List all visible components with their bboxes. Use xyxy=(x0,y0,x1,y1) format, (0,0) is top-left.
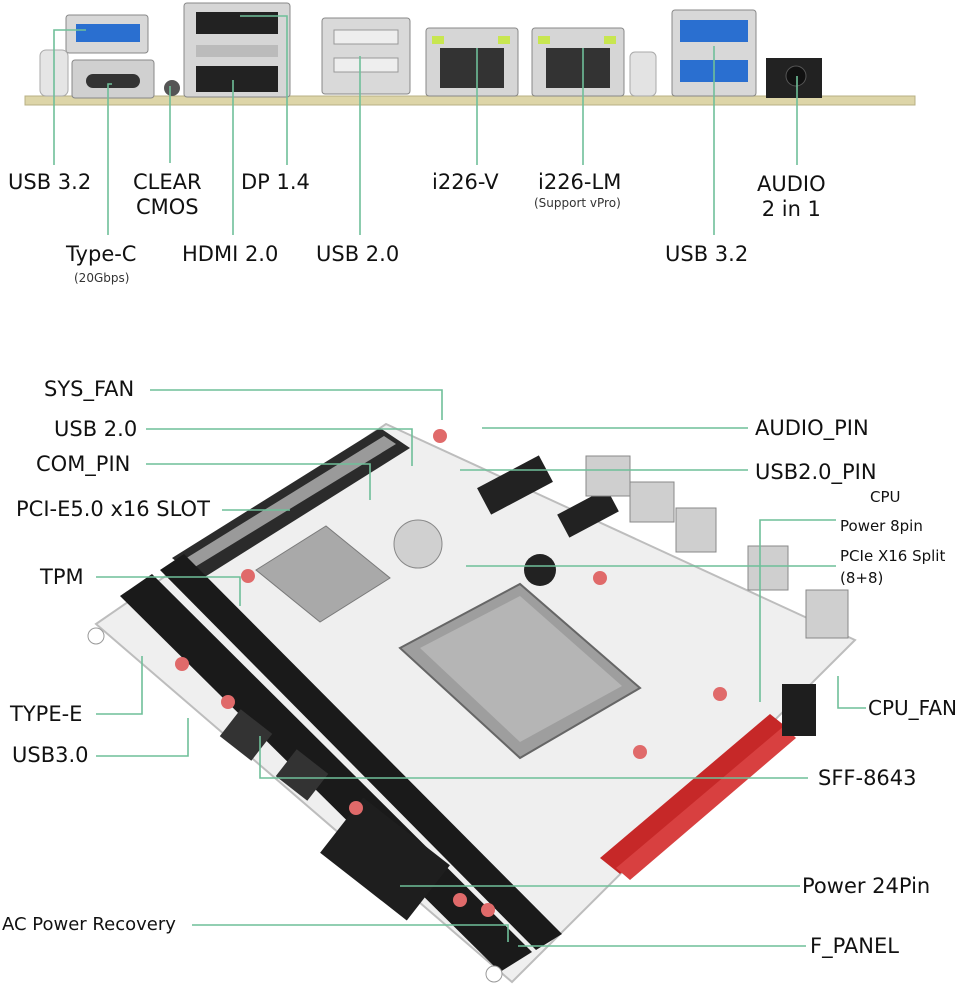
label-typec: Type-C xyxy=(66,242,137,266)
label-pcie-split: PCIe X16 Split xyxy=(840,547,946,565)
label-usb20-header: USB 2.0 xyxy=(54,417,138,441)
label-typec-note: (20Gbps) xyxy=(74,271,130,285)
motherboard-graphic xyxy=(87,422,857,984)
label-hdmi20: HDMI 2.0 xyxy=(182,242,279,266)
label-i226v: i226-V xyxy=(432,170,499,194)
label-ac-power-recovery: AC Power Recovery xyxy=(2,914,176,935)
label-power-8pin: Power 8pin xyxy=(840,517,923,535)
label-sff-8643: SFF-8643 xyxy=(818,766,917,790)
label-dp14: DP 1.4 xyxy=(241,170,310,194)
label-clear-cmos-line2: CMOS xyxy=(135,195,199,220)
label-com-pin: COM_PIN xyxy=(36,452,131,476)
label-usb32-left: USB 3.2 xyxy=(8,170,92,194)
label-audio-pin: AUDIO_PIN xyxy=(755,416,869,440)
label-sys-fan: SYS_FAN xyxy=(44,377,135,401)
label-i226lm: i226-LM xyxy=(538,170,622,194)
label-usb30: USB3.0 xyxy=(12,743,89,767)
label-type-e: TYPE-E xyxy=(10,702,83,726)
label-clear-cmos: CLEAR CMOS xyxy=(133,170,202,220)
label-usb20-rear: USB 2.0 xyxy=(316,242,400,266)
label-cpu-fan: CPU_FAN xyxy=(868,696,957,720)
label-usb20-pin: USB2.0_PIN xyxy=(755,460,877,484)
rear-io-leaders xyxy=(53,15,798,235)
label-audio-line2: 2 in 1 xyxy=(761,197,821,222)
label-usb32-right: USB 3.2 xyxy=(665,242,749,266)
rear-io-panel-graphic xyxy=(24,2,916,106)
label-cpu: CPU xyxy=(870,488,901,506)
label-power-24pin: Power 24Pin xyxy=(802,874,931,898)
label-pcie-slot: PCI-E5.0 x16 SLOT xyxy=(16,497,210,521)
label-tpm: TPM xyxy=(40,565,84,589)
label-pcie-split-ratio: (8+8) xyxy=(840,569,884,587)
label-f-panel: F_PANEL xyxy=(810,934,899,958)
board-leaders xyxy=(96,389,866,947)
label-clear-cmos-line1: CLEAR xyxy=(133,170,202,194)
label-i226lm-note: (Support vPro) xyxy=(534,196,621,210)
label-audio-line1: AUDIO xyxy=(757,172,826,196)
label-audio: AUDIO 2 in 1 xyxy=(757,172,826,222)
